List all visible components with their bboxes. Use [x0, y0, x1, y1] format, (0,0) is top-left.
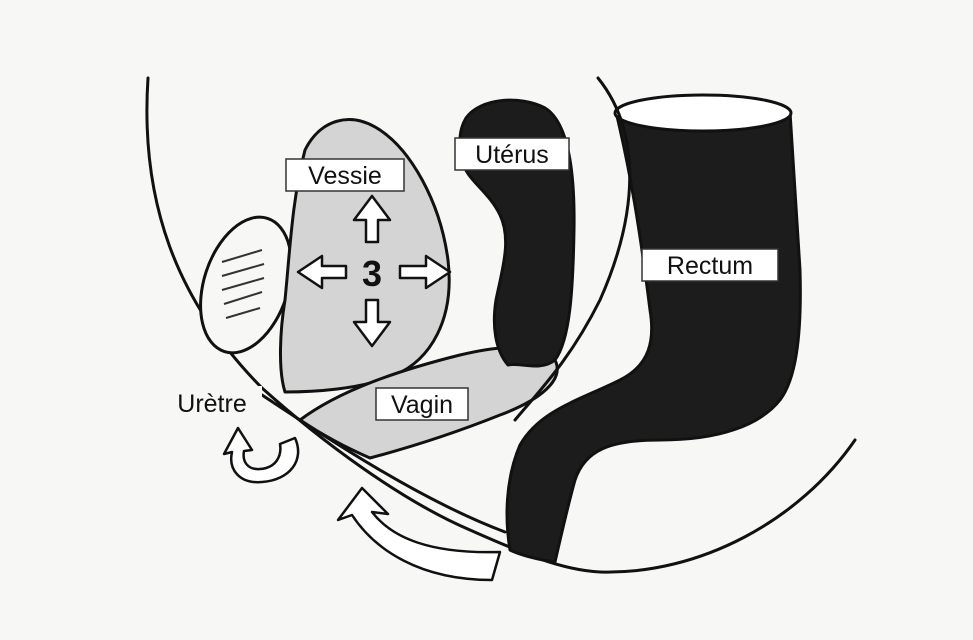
rectum-opening: [615, 95, 791, 131]
label-rectum: Rectum: [642, 249, 778, 281]
label-vessie: Vessie: [286, 159, 404, 191]
bladder-number-label: 3: [362, 253, 382, 294]
label-uretre: Urètre: [162, 386, 262, 420]
label-uretre-text: Urètre: [177, 390, 246, 418]
urethra-curved-arrow-icon: [224, 428, 298, 482]
label-vagin: Vagin: [376, 388, 468, 420]
label-vessie-text: Vessie: [308, 162, 382, 190]
label-uterus: Utérus: [455, 138, 569, 170]
label-uterus-text: Utérus: [475, 141, 549, 169]
label-vagin-text: Vagin: [391, 391, 453, 419]
label-rectum-text: Rectum: [667, 252, 753, 280]
